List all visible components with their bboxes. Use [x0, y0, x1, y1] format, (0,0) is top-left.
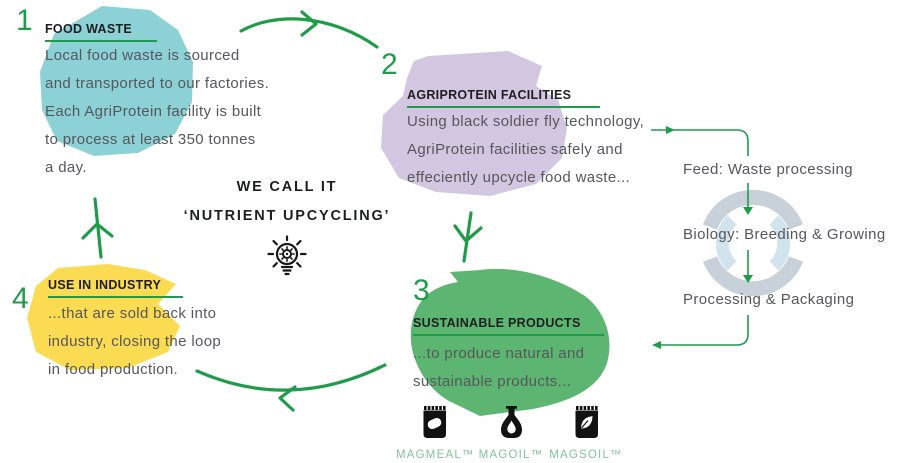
arrow-step1-to-step2 [239, 10, 379, 49]
step1-line: Local food waste is sourced [45, 47, 240, 64]
step4-body: ...that are sold back into industry, clo… [48, 300, 221, 384]
step2-line: Using black soldier fly technology, [407, 113, 645, 130]
step4-number: 4 [12, 282, 29, 315]
step1-heading: FOOD WASTE [45, 22, 157, 42]
process-panel-connector [651, 126, 753, 349]
step1-number: 1 [16, 4, 33, 37]
industry-blob [27, 264, 180, 370]
step4-heading: USE IN INDUSTRY [48, 278, 183, 298]
facilities-blob [381, 51, 567, 196]
arrow-step4-to-step1 [81, 197, 114, 259]
gear-center-dot [285, 252, 289, 256]
step2-line: AgriProtein facilities safely and [407, 141, 623, 158]
step2-heading: AGRIPROTEIN FACILITIES [407, 88, 600, 108]
product-label: MAGSOIL™ [549, 449, 623, 461]
oil-flask-icon [500, 406, 522, 438]
product-magoil: MAGOIL™ [473, 406, 549, 461]
step3-body: ...to produce natural and sustainable pr… [413, 340, 584, 396]
product-label: MAGOIL™ [478, 449, 544, 461]
food-waste-blob [40, 6, 193, 156]
arrow-step3-to-step4 [195, 363, 387, 412]
step3-heading: SUSTAINABLE PRODUCTS [413, 316, 604, 336]
connector-arrowhead-down-1 [743, 207, 753, 215]
step4-line: industry, closing the loop [48, 333, 222, 350]
product-magmeal: MAGMEAL™ [396, 406, 475, 461]
meal-bag-icon [423, 406, 446, 438]
step2-line: effeciently upcycle food waste... [407, 169, 631, 186]
step1-line: and transported to our factories. [45, 75, 270, 92]
panel-item-processing: Processing & Packaging [683, 291, 855, 308]
step1-line: Each AgriProtein facility is built [45, 103, 262, 120]
step1-body: Local food waste is sourced and transpor… [45, 42, 269, 182]
product-magsoil: MAGSOIL™ [548, 406, 624, 461]
product-label: MAGMEAL™ [396, 449, 475, 461]
step2-body: Using black soldier fly technology, Agri… [407, 108, 644, 192]
soil-bag-icon [575, 406, 598, 438]
connector-arrowhead-down-2 [743, 275, 753, 283]
step4-line: ...that are sold back into [48, 305, 217, 322]
connector-arrowhead-right [666, 126, 675, 134]
connector-arrowhead-left [652, 341, 661, 349]
panel-item-biology: Biology: Breeding & Growing [683, 226, 886, 243]
callout-line1: WE CALL IT [236, 179, 338, 195]
sustainable-products-blob [410, 268, 610, 416]
step4-line: in food production. [48, 361, 179, 378]
arrow-step2-to-step3 [453, 211, 483, 263]
swirl-logo-watermark [702, 189, 804, 297]
step1-line: to process at least 350 tonnes [45, 131, 256, 148]
step3-line: ...to produce natural and [413, 345, 585, 362]
panel-item-feed: Feed: Waste processing [683, 161, 853, 178]
step1-line: a day. [45, 159, 87, 176]
lightbulb-gear-icon [267, 235, 307, 276]
center-callout: WE CALL IT ‘NUTRIENT UPCYCLING’ [182, 179, 392, 237]
step3-number: 3 [413, 274, 430, 307]
step2-number: 2 [381, 48, 398, 81]
callout-line2: ‘NUTRIENT UPCYCLING’ [183, 208, 391, 224]
step3-line: sustainable products... [413, 373, 572, 390]
